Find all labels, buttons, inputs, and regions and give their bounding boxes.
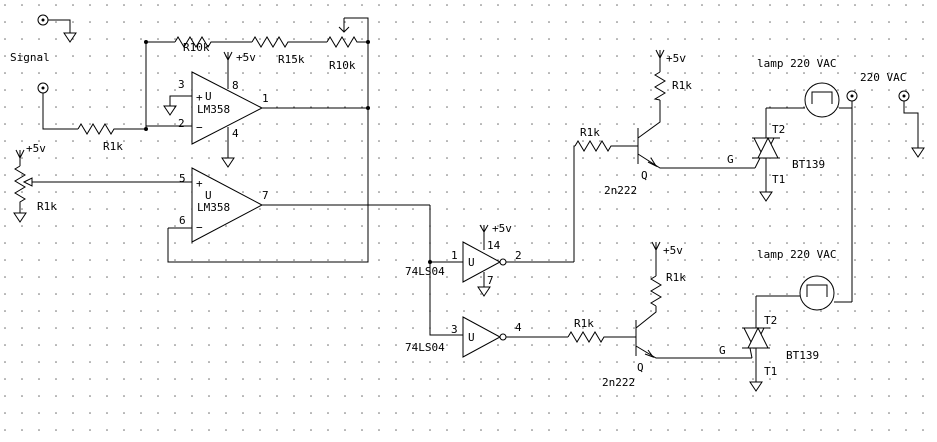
resistor-base2: [567, 331, 636, 343]
ground-symbol-u1-pin3: [163, 105, 177, 116]
pin-3-label: 3: [178, 78, 185, 91]
vcc-label-u1: +5v: [236, 51, 256, 64]
opamp-u2-plus: +: [196, 177, 203, 190]
opamp-u2-minus: −: [196, 221, 203, 234]
triac-bt139-2: [742, 296, 770, 382]
pin-4-label: 4: [232, 127, 239, 140]
opamp-u2-name: U: [205, 189, 212, 202]
ac-label: 220 VAC: [860, 71, 906, 84]
transistor-q2-name: Q: [637, 361, 644, 374]
inv2-name: U: [468, 331, 475, 344]
resistor-input-label: R1k: [103, 140, 123, 153]
resistor-fb2-label: R15k: [278, 53, 305, 66]
inv1-vcc-pin: 14: [487, 239, 501, 252]
junction-dot: [366, 40, 370, 44]
resistor-pull1: [653, 49, 666, 101]
transistor-q2: [635, 306, 745, 359]
vcc-label-q2: +5v: [663, 244, 683, 257]
resistor-pull2-label: R1k: [666, 271, 686, 284]
inv2-in-pin: 3: [451, 323, 458, 336]
junction-dot: [366, 106, 370, 110]
opamp-u1-plus: +: [196, 91, 203, 104]
triac1-part: BT139: [792, 158, 825, 171]
ground-symbol-signal: [63, 32, 77, 43]
triac2-t2: T2: [764, 314, 777, 327]
lamp-2: [756, 275, 852, 311]
feedback-network: [145, 17, 369, 263]
resistor-fb3-label: R10k: [329, 59, 356, 72]
ac-connector-1: [846, 90, 858, 302]
ground-symbol-triac2: [749, 381, 763, 392]
triac2-t1: T1: [764, 365, 777, 378]
opamp-u1-part: LM358: [197, 103, 230, 116]
potentiometer: [14, 149, 192, 213]
opamp-u1-minus: −: [196, 121, 203, 134]
inv2-out-pin: 4: [515, 321, 522, 334]
junction-dot: [144, 40, 148, 44]
triac-bt139-1: [745, 108, 780, 192]
pin-1-label: 1: [262, 92, 269, 105]
vcc-arrow-u1: [223, 51, 233, 61]
inv2-part: 74LS04: [405, 341, 445, 354]
pin-6-label: 6: [179, 214, 186, 227]
triac1-t1: T1: [772, 173, 785, 186]
resistor-fb1-label: R10k: [183, 41, 210, 54]
triac2-part: BT139: [786, 349, 819, 362]
triac2-g: G: [719, 344, 726, 357]
pin-5-label: 5: [179, 172, 186, 185]
junction-dot: [144, 127, 148, 131]
transistor-q1-name: Q: [641, 169, 648, 182]
resistor-base1: [574, 140, 638, 152]
signal-label: Signal: [10, 51, 50, 64]
inv1-name: U: [468, 256, 475, 269]
ground-symbol-triac1: [759, 191, 773, 202]
driver1-wire: [573, 145, 575, 262]
transistor-q1: [637, 100, 745, 169]
ac-connector-2: [898, 90, 919, 148]
pin-8-label: 8: [232, 79, 239, 92]
lamp-1: [766, 82, 852, 118]
inv1-in-pin: 1: [451, 249, 458, 262]
opamp-u2-part: LM358: [197, 201, 230, 214]
opamp-u1: [146, 60, 368, 158]
transistor-q1-part: 2n222: [604, 184, 637, 197]
opamp-u1-name: U: [205, 90, 212, 103]
resistor-pull2: [650, 241, 662, 307]
inv1-part: 74LS04: [405, 265, 445, 278]
ground-symbol-ac: [911, 147, 925, 158]
inverter-u-74ls04-1: [450, 232, 574, 287]
signal-source-connector: [37, 14, 71, 33]
triac1-g: G: [727, 153, 734, 166]
potentiometer-label: R1k: [37, 200, 57, 213]
inv1-out-pin: 2: [515, 249, 522, 262]
pin-7-label: 7: [262, 189, 269, 202]
inverter-u-74ls04-2: [450, 316, 568, 358]
vcc-label-inv1: +5v: [492, 222, 512, 235]
vcc-label-pot: +5v: [26, 142, 46, 155]
resistor-base2-label: R1k: [574, 317, 594, 330]
resistor-input: [77, 123, 146, 135]
lamp1-label: lamp 220 VAC: [757, 57, 836, 70]
transistor-q2-part: 2n222: [602, 376, 635, 389]
triac1-t2: T2: [772, 123, 785, 136]
ground-symbol-u1-pin4: [221, 157, 235, 168]
inv1-gnd-pin: 7: [487, 274, 494, 287]
lamp2-label: lamp 220 VAC: [757, 248, 836, 261]
resistor-base1-label: R1k: [580, 126, 600, 139]
signal-input-connector: [37, 82, 78, 130]
vcc-arrow-inv1: [479, 224, 489, 233]
opamp-u2: [168, 167, 430, 243]
resistor-pull1-label: R1k: [672, 79, 692, 92]
pin-2-label: 2: [178, 117, 185, 130]
ground-symbol-inv1: [477, 286, 491, 297]
ground-symbol-pot: [13, 212, 27, 223]
vcc-label-q1: +5v: [666, 52, 686, 65]
inverter-input-wire: [429, 205, 450, 336]
